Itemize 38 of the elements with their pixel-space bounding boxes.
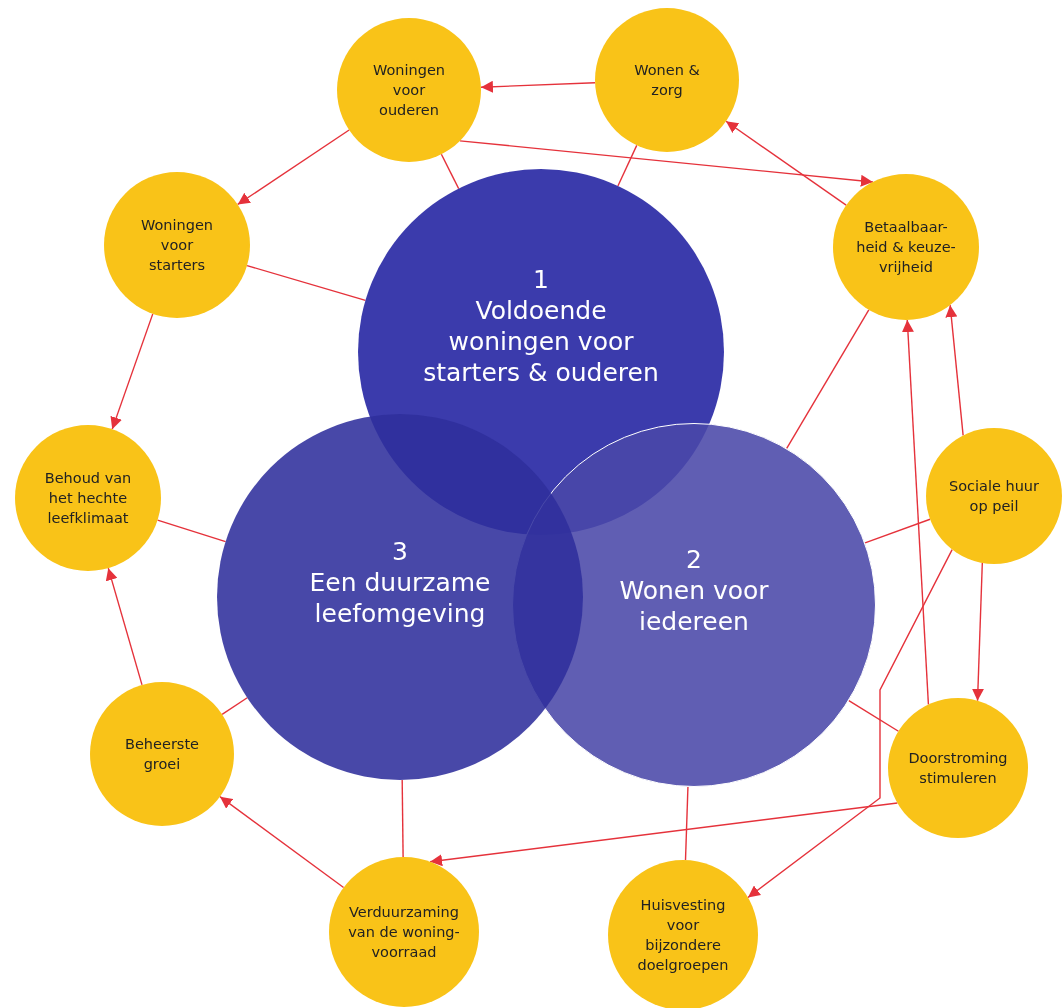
connector-line bbox=[786, 309, 870, 450]
circle-label: Een duurzame leefomgeving bbox=[308, 566, 492, 629]
arrow bbox=[237, 129, 350, 206]
circle-label: Wonen & zorg bbox=[633, 61, 701, 100]
circle-label: Doorstroming stimuleren bbox=[907, 749, 1009, 788]
connector-line bbox=[848, 699, 900, 732]
arrow bbox=[901, 319, 930, 706]
circle-label: Woningen voor starters bbox=[139, 216, 215, 275]
arrow bbox=[219, 795, 345, 889]
arrow bbox=[747, 548, 953, 899]
arrow bbox=[110, 313, 154, 430]
arrow bbox=[429, 802, 899, 867]
theme-number: 3 bbox=[392, 535, 408, 567]
theme-number: 2 bbox=[686, 543, 702, 575]
arrow bbox=[105, 567, 143, 686]
arrow bbox=[725, 120, 847, 206]
circle-label: Woningen voor ouderen bbox=[371, 61, 447, 120]
connector-line bbox=[864, 518, 931, 544]
connector-line bbox=[617, 144, 638, 187]
circle-label: Verduurzaming van de woning- voorraad bbox=[347, 903, 461, 962]
connector-line bbox=[156, 519, 227, 543]
circle-label: Betaalbaar- heid & keuze- vrijheid bbox=[855, 218, 957, 277]
arrow bbox=[971, 562, 984, 702]
circle-label: Wonen voor iedereen bbox=[618, 574, 770, 637]
connector-line bbox=[401, 779, 404, 858]
arrow bbox=[459, 140, 874, 187]
circle-label: Sociale huur op peil bbox=[947, 477, 1041, 516]
connector-line bbox=[246, 264, 367, 302]
arrow bbox=[945, 304, 964, 437]
connector-line bbox=[440, 153, 460, 190]
circle-label: Voldoende woningen voor starters & ouderen bbox=[422, 295, 660, 388]
connector-line bbox=[684, 786, 689, 861]
connector-line bbox=[221, 697, 248, 716]
circle-label: Behoud van het hechte leefklimaat bbox=[43, 469, 133, 528]
arrow bbox=[480, 80, 596, 93]
circle-label: Beheerste groei bbox=[124, 735, 200, 774]
theme-number: 1 bbox=[533, 264, 549, 295]
circle-label: Huisvesting voor bijzondere doelgroepen bbox=[636, 896, 730, 975]
